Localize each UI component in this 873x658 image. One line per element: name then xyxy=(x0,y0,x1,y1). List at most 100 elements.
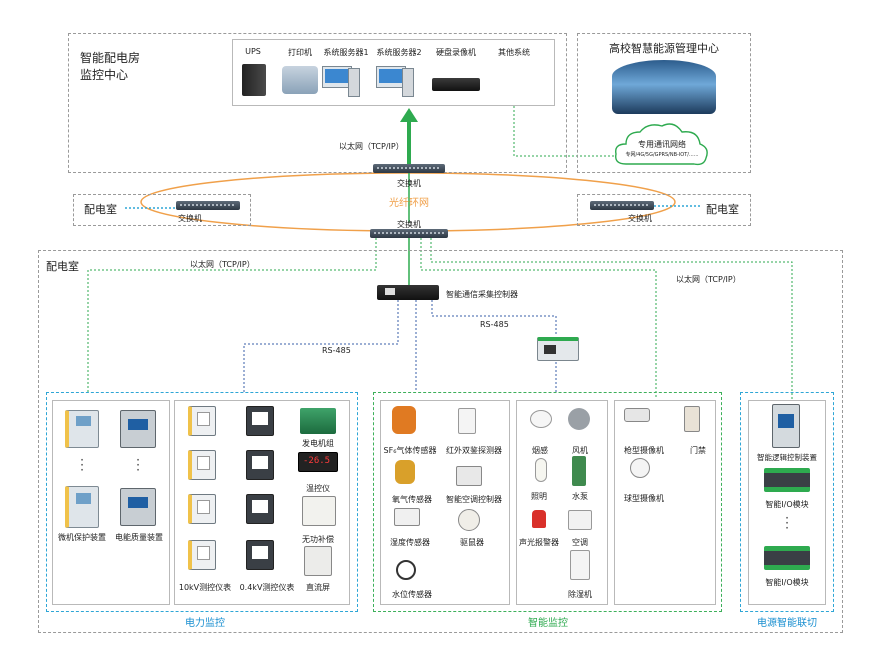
ir-label: 红外双鉴探测器 xyxy=(446,446,502,455)
dehumidifier-icon xyxy=(570,550,590,580)
cloud-icon xyxy=(615,123,708,166)
ir-detector-icon xyxy=(458,408,476,434)
ac-icon xyxy=(568,510,592,530)
io-module-top-label: 智能I/O模块 xyxy=(765,500,809,509)
meter-04kv-4 xyxy=(246,540,274,570)
device-label-server1: 系统服务器1 xyxy=(323,48,369,57)
switch-center[interactable] xyxy=(370,229,448,238)
meter-04kv-2 xyxy=(246,450,274,480)
ethernet-left-label: 以太网（TCP/IP） xyxy=(190,260,255,269)
logic-controller-icon xyxy=(772,404,800,448)
right-room-box xyxy=(577,194,751,226)
fiber-ring-label: 光纤环网 xyxy=(389,198,429,209)
smart-controller-device[interactable] xyxy=(537,337,579,361)
smart-section-title: 智能监控 xyxy=(528,618,568,629)
controller-device[interactable] xyxy=(377,285,439,300)
monitor-center-title-line2: 监控中心 xyxy=(80,68,129,82)
lighting-icon xyxy=(535,458,547,482)
door-label: 门禁 xyxy=(690,446,706,455)
oxygen-label: 氧气传感器 xyxy=(392,495,432,504)
ups-icon xyxy=(242,64,266,96)
switch-center-label: 交换机 xyxy=(397,220,421,229)
switch-top[interactable] xyxy=(373,164,445,173)
server1-icon xyxy=(322,66,360,97)
power-section-box xyxy=(46,392,358,612)
ethernet-right-label: 以太网（TCP/IP） xyxy=(676,275,741,284)
university-center-box xyxy=(577,33,751,173)
gun-camera-icon xyxy=(624,408,650,422)
distribution-room-title: 配电室 xyxy=(46,260,79,273)
generator-icon xyxy=(300,408,336,434)
quality-device-top xyxy=(120,410,156,448)
dvr-icon xyxy=(432,78,480,91)
dehumidifier-label: 除湿机 xyxy=(568,590,592,599)
compensation-label: 无功补偿 xyxy=(302,535,334,544)
protection-label: 微机保护装置 xyxy=(58,533,106,542)
ac-controller-label: 智能空调控制器 xyxy=(446,495,502,504)
switch-right[interactable] xyxy=(590,201,654,210)
network-title: 专用通讯网络 xyxy=(638,140,686,149)
printer-icon xyxy=(282,66,318,94)
device-label-printer: 打印机 xyxy=(288,48,312,57)
linkage-section-title: 电源智能联切 xyxy=(757,618,817,629)
logic-controller-label: 智能逻辑控制装置 xyxy=(757,453,817,462)
alarm-label: 声光报警器 xyxy=(519,538,559,547)
monitor-center-title: 智能配电房 监控中心 xyxy=(80,50,140,84)
meter-04kv-1 xyxy=(246,406,274,436)
dome-camera-icon xyxy=(630,458,650,478)
uplink-arrow-shaft xyxy=(407,120,411,164)
rs485-right-label: RS-485 xyxy=(480,320,509,329)
fan-label: 风机 xyxy=(572,446,588,455)
sf6-label: SF₆气体传感器 xyxy=(383,446,437,455)
compensation-icon xyxy=(302,496,336,526)
controller-label: 智能通信采集控制器 xyxy=(446,290,518,299)
meter-04kv-label: 0.4kV测控仪表 xyxy=(239,583,295,592)
lighting-label: 照明 xyxy=(531,492,547,501)
meter-10kv-label: 10kV测控仪表 xyxy=(178,583,232,592)
protection-device-top xyxy=(65,410,99,448)
protection-device-bottom xyxy=(65,486,99,528)
switch-left-label: 交换机 xyxy=(178,214,202,223)
meter-04kv-3 xyxy=(246,494,274,524)
uplink-arrow-head xyxy=(400,108,418,122)
rs485-left-label: RS-485 xyxy=(322,346,351,355)
meter-10kv-2 xyxy=(188,450,216,480)
thermostat-label: 温控仪 xyxy=(306,484,330,493)
pump-label: 水泵 xyxy=(572,492,588,501)
linkage-section-box xyxy=(740,392,834,612)
switch-right-label: 交换机 xyxy=(628,214,652,223)
network-uplink-line xyxy=(513,82,614,157)
switch-top-label: 交换机 xyxy=(397,179,421,188)
meter-10kv-4 xyxy=(188,540,216,570)
io-more-dots: ··· xyxy=(785,511,789,535)
protection-more-dots: ··· xyxy=(80,453,84,477)
gun-camera-label: 枪型摄像机 xyxy=(624,446,664,455)
sf6-sensor-icon xyxy=(392,406,416,434)
right-room-label: 配电室 xyxy=(706,203,739,216)
dc-screen-icon xyxy=(304,546,332,576)
monitor-center-title-line1: 智能配电房 xyxy=(80,51,141,65)
thermostat-display: -26.5 xyxy=(303,456,331,466)
university-center-title: 高校智慧能源管理中心 xyxy=(609,42,719,55)
power-section-title: 电力监控 xyxy=(185,618,225,629)
thermostat-icon: -26.5 xyxy=(298,452,338,472)
smart-panel-security xyxy=(614,400,716,605)
meter-10kv-1 xyxy=(188,406,216,436)
device-label-ups: UPS xyxy=(245,47,261,56)
switch-left[interactable] xyxy=(176,201,240,210)
monitor-center-box xyxy=(68,33,567,173)
io-module-bottom-label: 智能I/O模块 xyxy=(765,578,809,587)
pump-icon xyxy=(572,456,586,486)
dome-camera-label: 球型摄像机 xyxy=(624,494,664,503)
access-control-icon xyxy=(684,406,700,432)
fan-icon xyxy=(568,408,590,430)
server2-icon xyxy=(376,66,414,97)
io-module-top-icon xyxy=(764,468,810,492)
network-subtitle: 专网/4G/5G/GPRS/NB-IOT/...... xyxy=(625,152,699,158)
oxygen-sensor-icon xyxy=(395,460,415,484)
io-module-bottom-icon xyxy=(764,546,810,570)
water-level-label: 水位传感器 xyxy=(392,590,432,599)
ac-controller-icon xyxy=(456,466,482,486)
humidity-sensor-icon xyxy=(394,508,420,526)
distribution-room-box xyxy=(38,250,843,633)
